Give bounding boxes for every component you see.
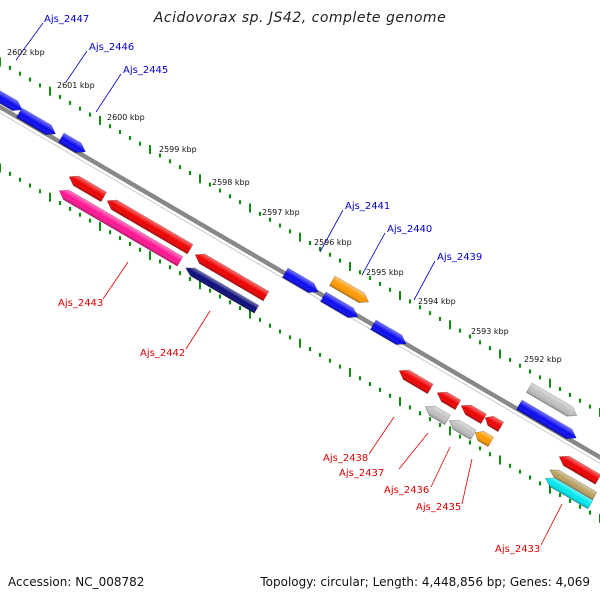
gene-shade	[329, 276, 369, 303]
callout-line	[65, 50, 88, 83]
gene-arrow	[282, 267, 319, 293]
callout-line	[398, 432, 429, 470]
gene-shade	[516, 400, 577, 439]
gene-shade	[58, 133, 86, 153]
gene-shade	[195, 254, 269, 301]
gene-label-reverse: Ajs_2442	[140, 348, 185, 359]
gene-label-forward: Ajs_2440	[387, 224, 432, 235]
gene-label-forward: Ajs_2441	[345, 201, 390, 212]
gene-arrow	[448, 419, 477, 441]
gene-arrow	[16, 107, 56, 135]
gene-shade	[16, 108, 56, 135]
gene-arrow	[516, 399, 577, 440]
gene-label-forward: Ajs_2447	[44, 14, 89, 25]
scale-label: 2594 kbp	[418, 297, 456, 306]
gene-features	[0, 85, 600, 510]
scale-label: 2592 kbp	[524, 355, 562, 364]
backbone-shadow	[0, 112, 600, 464]
gene-shade	[320, 292, 358, 318]
gene-arrow	[526, 382, 578, 417]
gene-arrow	[484, 415, 504, 432]
callout-line	[95, 73, 122, 113]
gene-shade	[559, 456, 600, 485]
gene-arrow	[436, 391, 462, 411]
gene-label-reverse: Ajs_2443	[58, 298, 103, 309]
gene-arrow	[58, 189, 184, 267]
callout-line	[102, 261, 129, 300]
gene-arrow	[474, 430, 494, 447]
scale-label: 2598 kbp	[212, 178, 250, 187]
callout-line	[461, 458, 473, 505]
gene-shade	[399, 370, 434, 394]
gene-arrow	[558, 455, 600, 485]
gene-shade	[449, 420, 477, 440]
gene-arrow	[329, 275, 369, 303]
gene-shade	[370, 320, 407, 345]
gene-arrow	[68, 175, 107, 203]
gene-label-forward: Ajs_2439	[437, 252, 482, 263]
callout-line	[430, 446, 451, 488]
callout-line	[15, 22, 44, 61]
gene-label-reverse: Ajs_2433	[495, 544, 540, 555]
gene-shade	[549, 469, 597, 500]
gene-arrow	[370, 319, 407, 345]
scale-labels: 2602 kbp 2601 kbp 2600 kbp 2599 kbp 2598 kbp…	[7, 48, 562, 364]
gene-shade	[282, 268, 319, 293]
callout-line	[540, 503, 563, 546]
callout-line	[319, 209, 344, 253]
scale-label: 2600 kbp	[107, 113, 145, 122]
gene-label-forward: Ajs_2446	[89, 42, 134, 53]
gene-arrow	[194, 253, 270, 302]
callout-line	[413, 260, 436, 301]
gene-arrow	[0, 85, 23, 111]
gene-arrow	[185, 267, 260, 314]
gene-arrow	[424, 405, 451, 426]
accession-label: Accession: NC_008782	[8, 575, 145, 589]
gene-arrow	[58, 132, 86, 153]
callout-line	[361, 232, 386, 276]
gene-arrow	[398, 369, 434, 395]
gene-callouts: Ajs_2447Ajs_2446Ajs_2445Ajs_2441Ajs_2440…	[15, 14, 563, 555]
gene-arrow	[460, 404, 487, 425]
gene-shade	[545, 478, 593, 509]
gene-shade	[475, 431, 494, 447]
gene-label-reverse: Ajs_2437	[339, 468, 384, 479]
gene-label-reverse: Ajs_2438	[323, 453, 368, 464]
gene-shade	[59, 190, 183, 267]
gene-label-forward: Ajs_2445	[123, 65, 168, 76]
scale-track-dots	[0, 57, 600, 523]
scale-label: 2595 kbp	[366, 268, 404, 277]
scale-label: 2597 kbp	[262, 208, 300, 217]
gene-shade	[107, 200, 193, 254]
gene-label-reverse: Ajs_2435	[416, 502, 461, 513]
gene-shade	[0, 86, 23, 111]
scale-label: 2596 kbp	[314, 238, 352, 247]
gene-shade	[526, 383, 577, 417]
gene-shade	[425, 406, 451, 425]
callout-line	[368, 416, 395, 455]
gene-arrow	[544, 477, 594, 510]
map-title: Acidovorax sp. JS42, complete genome	[153, 10, 447, 26]
gene-shade	[485, 416, 504, 432]
gene-shade	[185, 267, 259, 314]
gene-arrow	[106, 199, 194, 255]
gene-shade	[69, 176, 107, 202]
gene-arrow	[320, 291, 359, 318]
scale-label: 2602 kbp	[7, 48, 45, 57]
scale-label: 2601 kbp	[57, 81, 95, 90]
gene-label-reverse: Ajs_2436	[384, 485, 429, 496]
topology-label: Topology: circular; Length: 4,448,856 bp…	[260, 575, 590, 589]
scale-label: 2593 kbp	[471, 327, 509, 336]
callout-line	[185, 310, 211, 350]
scale-label: 2599 kbp	[159, 145, 197, 154]
gene-shade	[461, 405, 487, 424]
gene-shade	[437, 392, 461, 410]
